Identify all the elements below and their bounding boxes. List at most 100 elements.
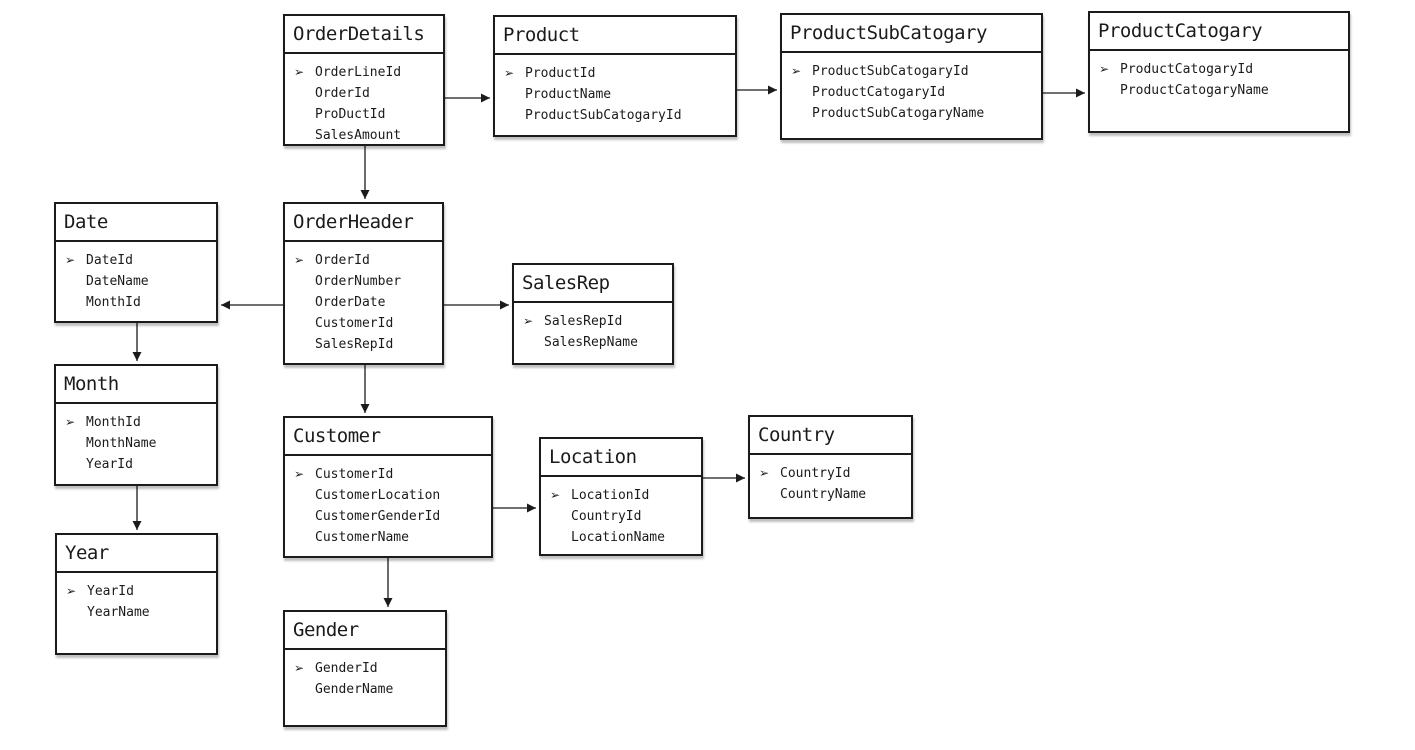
entity-header: Gender	[285, 612, 445, 650]
field-name: OrderId	[315, 253, 370, 268]
field-row: SalesRepId	[294, 334, 438, 355]
field-name: MonthName	[86, 436, 157, 451]
entity-header: Year	[57, 535, 216, 573]
entity-title: ProductCatogary	[1098, 20, 1263, 42]
field-row: ProductSubCatogaryName	[791, 103, 1037, 124]
field-row: CustomerGenderId	[294, 506, 487, 527]
field-name: LocationName	[571, 530, 665, 545]
field-row: MonthName	[65, 433, 212, 454]
field-name: SalesRepId	[315, 337, 394, 352]
entity-title: ProductSubCatogary	[790, 22, 987, 44]
field-name: MonthId	[86, 415, 141, 430]
field-name: CountryId	[780, 466, 851, 481]
field-name: ProductId	[525, 66, 596, 81]
entity-title: Location	[549, 446, 637, 468]
entity-title: Year	[65, 542, 109, 564]
primary-key-icon: ➢	[66, 584, 77, 598]
entity-title: SalesRep	[522, 272, 610, 294]
entity-header: Month	[56, 366, 216, 404]
field-name: YearId	[87, 584, 134, 599]
field-name: ProductCatogaryName	[1120, 83, 1269, 98]
field-row: GenderName	[294, 679, 441, 700]
field-name: CountryId	[571, 509, 642, 524]
field-name: DateId	[86, 253, 133, 268]
primary-key-icon: ➢	[294, 467, 305, 481]
field-name: GenderName	[315, 682, 394, 697]
field-row: YearName	[66, 602, 212, 623]
field-row: LocationName	[550, 527, 697, 548]
field-name: CustomerLocation	[315, 488, 441, 503]
primary-key-icon: ➢	[759, 466, 770, 480]
field-row: ➢ YearId	[66, 581, 212, 602]
primary-key-icon: ➢	[294, 661, 305, 675]
primary-key-icon: ➢	[294, 253, 305, 267]
field-name: CustomerId	[315, 316, 394, 331]
entity-header: OrderDetails	[285, 16, 443, 54]
field-row: ProductCatogaryId	[791, 82, 1037, 103]
field-row: MonthId	[65, 292, 212, 313]
field-row: SalesRepName	[523, 332, 668, 353]
field-row: ➢ ProductCatogaryId	[1099, 59, 1344, 80]
field-row: ➢ CountryId	[759, 463, 907, 484]
field-name: OrderLineId	[315, 65, 402, 80]
field-row: ➢LocationId	[550, 485, 697, 506]
entity-header: Customer	[285, 418, 491, 456]
entity-header: Date	[56, 204, 216, 242]
field-row: ➢ ProductSubCatogaryId	[791, 61, 1037, 82]
field-name: ProductSubCatogaryName	[812, 106, 985, 121]
field-row: ➢CustomerId	[294, 464, 487, 485]
entity-header: Location	[541, 439, 701, 477]
field-name: ProductSubCatogaryId	[525, 108, 682, 123]
field-row: ProductCatogaryName	[1099, 80, 1344, 101]
field-row: OrderDate	[294, 292, 438, 313]
field-name: SalesRepName	[544, 335, 638, 350]
field-row: ➢ OrderId	[294, 250, 438, 271]
entity-title: OrderHeader	[293, 211, 414, 233]
field-name: SalesAmount	[315, 128, 402, 143]
entity-title: Gender	[293, 619, 359, 641]
field-name: OrderDate	[315, 295, 386, 310]
field-row: ➢SalesRepId	[523, 311, 668, 332]
field-row: CustomerName	[294, 527, 487, 548]
field-row: DateName	[65, 271, 212, 292]
field-name: ProductCatogaryId	[812, 85, 946, 100]
primary-key-icon: ➢	[65, 253, 76, 267]
field-name: YearId	[86, 457, 133, 472]
primary-key-icon: ➢	[1099, 62, 1110, 76]
primary-key-icon: ➢	[504, 66, 515, 80]
primary-key-icon: ➢	[791, 64, 802, 78]
field-name: GenderId	[315, 661, 378, 676]
field-name: OrderNumber	[315, 274, 402, 289]
field-name: ProductSubCatogaryId	[812, 64, 969, 79]
field-row: OrderNumber	[294, 271, 438, 292]
field-name: ProductCatogaryId	[1120, 62, 1254, 77]
primary-key-icon: ➢	[550, 488, 561, 502]
field-row: ➢ ProductId	[504, 63, 731, 84]
entity-title: Product	[503, 24, 580, 46]
field-row: ➢ GenderId	[294, 658, 441, 679]
entity-title: Customer	[293, 425, 381, 447]
entity-header: SalesRep	[514, 265, 672, 303]
